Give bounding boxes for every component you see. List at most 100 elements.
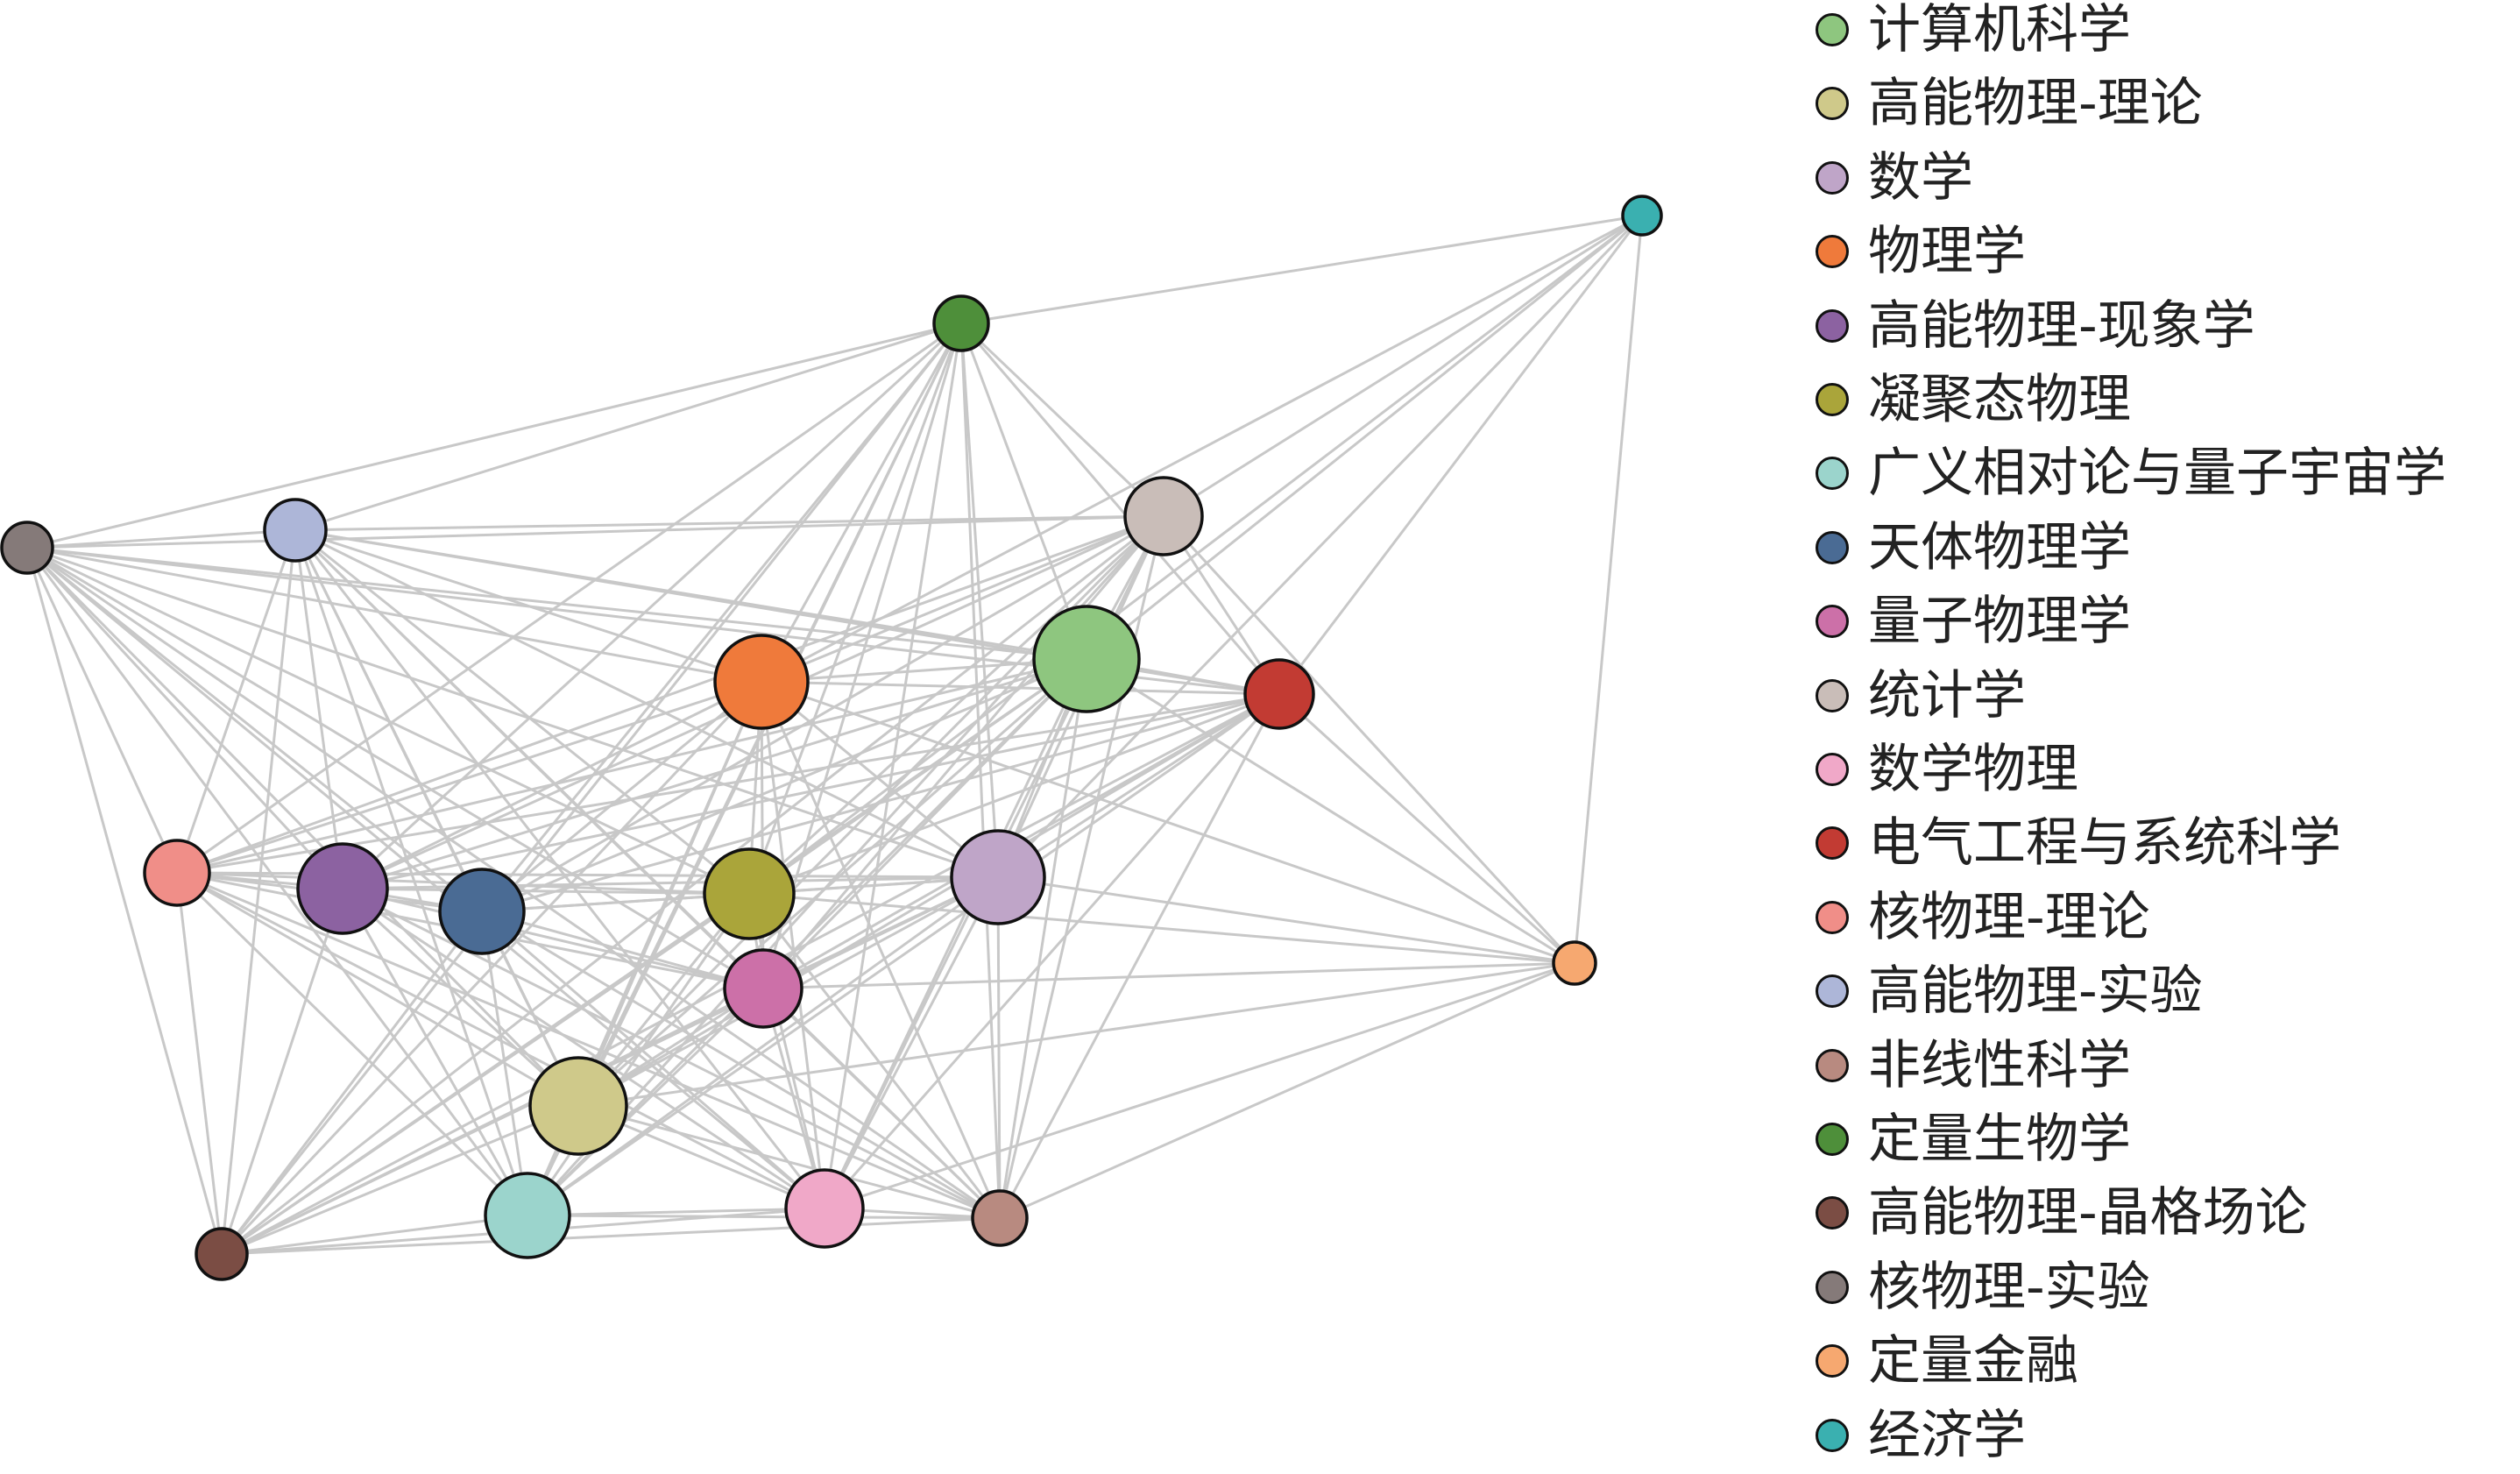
edge — [527, 875, 999, 1217]
legend-label: 高能物理-现象学 — [1868, 294, 2255, 357]
edge — [823, 322, 963, 1209]
legend-label: 定量生物学 — [1868, 1109, 2131, 1170]
legend-marker-icon — [1816, 383, 1849, 416]
edge — [480, 911, 529, 1216]
legend-label: 物理学 — [1868, 221, 2026, 283]
edge — [998, 693, 1281, 1219]
legend-label: 天体物理学 — [1868, 516, 2131, 578]
edge — [760, 681, 826, 1209]
legend-item: 数学物理 — [1816, 733, 2078, 806]
edge — [761, 657, 1088, 990]
node-12: 核物理-理论 — [143, 839, 211, 907]
legend-marker-icon — [1816, 457, 1849, 491]
legend-marker-icon — [1816, 1270, 1849, 1304]
legend-marker-icon — [1816, 605, 1849, 639]
edge — [175, 872, 223, 1255]
edges-layer — [25, 214, 1644, 1256]
node-19: 经济学 — [1621, 195, 1663, 237]
edge — [341, 322, 963, 890]
edge — [761, 515, 1165, 989]
edge — [26, 514, 1164, 549]
node-7: 天体物理学 — [438, 868, 526, 955]
node-9: 统计学 — [1123, 476, 1204, 556]
nodes-layer: 计算机科学高能物理-理论数学物理学高能物理-现象学凝聚态物理广义相对论与量子宇宙… — [0, 195, 1663, 1281]
edge — [26, 546, 1087, 661]
edge — [748, 214, 1643, 896]
edge — [341, 888, 529, 1216]
edge — [221, 1104, 579, 1256]
legend-marker-icon — [1816, 1048, 1849, 1082]
edge — [221, 1216, 1001, 1256]
edge — [176, 692, 1280, 875]
node-11: 电气工程与系统科学 — [1243, 658, 1315, 730]
edge — [959, 322, 1088, 660]
legend-item: 凝聚态物理 — [1816, 363, 2131, 436]
legend-marker-icon — [1816, 308, 1849, 343]
edge — [997, 875, 1575, 965]
edge — [26, 322, 962, 549]
edge — [1163, 214, 1643, 518]
node-17: 核物理-实验 — [0, 521, 54, 575]
edge — [221, 987, 764, 1256]
edge — [761, 514, 1164, 684]
legend-label: 数学 — [1868, 146, 1973, 209]
edge — [342, 887, 1001, 1220]
legend-label: 电气工程与系统科学 — [1868, 812, 2341, 875]
edge — [176, 514, 1164, 875]
legend-marker-icon — [1816, 13, 1849, 46]
edge — [220, 911, 484, 1255]
node-6: 广义相对论与量子宇宙学 — [484, 1172, 571, 1259]
edge — [996, 876, 1002, 1219]
legend-label: 量子物理学 — [1868, 591, 2131, 653]
legend-item: 核物理-理论 — [1816, 881, 2150, 954]
edge — [25, 547, 223, 1255]
node-13: 高能物理-实验 — [263, 498, 328, 563]
edge — [998, 658, 1088, 1219]
edge — [1278, 215, 1644, 695]
legend-item: 高能物理-理论 — [1816, 67, 2203, 140]
edge — [959, 322, 1002, 1219]
edge — [577, 961, 1575, 1108]
edge — [294, 529, 529, 1216]
edge — [761, 680, 1575, 965]
node-1: 高能物理-理论 — [528, 1056, 628, 1156]
edge — [221, 1214, 528, 1256]
edge — [481, 910, 1001, 1220]
edge — [527, 692, 1280, 1217]
edge — [294, 322, 962, 532]
edge — [959, 322, 1281, 695]
edge — [26, 546, 999, 879]
legend-marker-icon — [1816, 87, 1849, 121]
edge — [176, 871, 1001, 1220]
edge — [527, 1214, 1001, 1220]
node-14: 非线性科学 — [971, 1189, 1029, 1247]
edge — [748, 692, 1280, 896]
legend-marker-icon — [1816, 974, 1849, 1009]
edge — [1162, 514, 1576, 965]
legend-marker-icon — [1816, 1344, 1849, 1378]
legend-marker-icon — [1816, 530, 1849, 564]
edge — [480, 322, 963, 912]
edge — [481, 514, 1164, 913]
edge — [1573, 215, 1644, 964]
legend-label: 经济学 — [1868, 1404, 2026, 1466]
legend-label: 核物理-理论 — [1868, 886, 2150, 948]
edge — [481, 910, 825, 1210]
edge — [747, 322, 963, 895]
edge — [221, 514, 1164, 1256]
legend-label: 定量金融 — [1868, 1330, 2078, 1393]
node-8: 量子物理学 — [723, 948, 803, 1029]
edge — [294, 529, 826, 1209]
node-3: 物理学 — [713, 634, 810, 730]
edge — [176, 657, 1087, 875]
edge — [762, 961, 1575, 990]
legend-label: 数学物理 — [1868, 739, 2078, 800]
edge — [747, 514, 1165, 896]
legend-label: 计算机科学 — [1868, 0, 2131, 60]
edge — [220, 322, 963, 1255]
node-15: 定量生物学 — [932, 294, 990, 352]
edge — [26, 546, 825, 1210]
legend-label: 凝聚态物理 — [1868, 369, 2131, 430]
legend-item: 非线性科学 — [1816, 1029, 2131, 1102]
edge — [294, 529, 484, 912]
